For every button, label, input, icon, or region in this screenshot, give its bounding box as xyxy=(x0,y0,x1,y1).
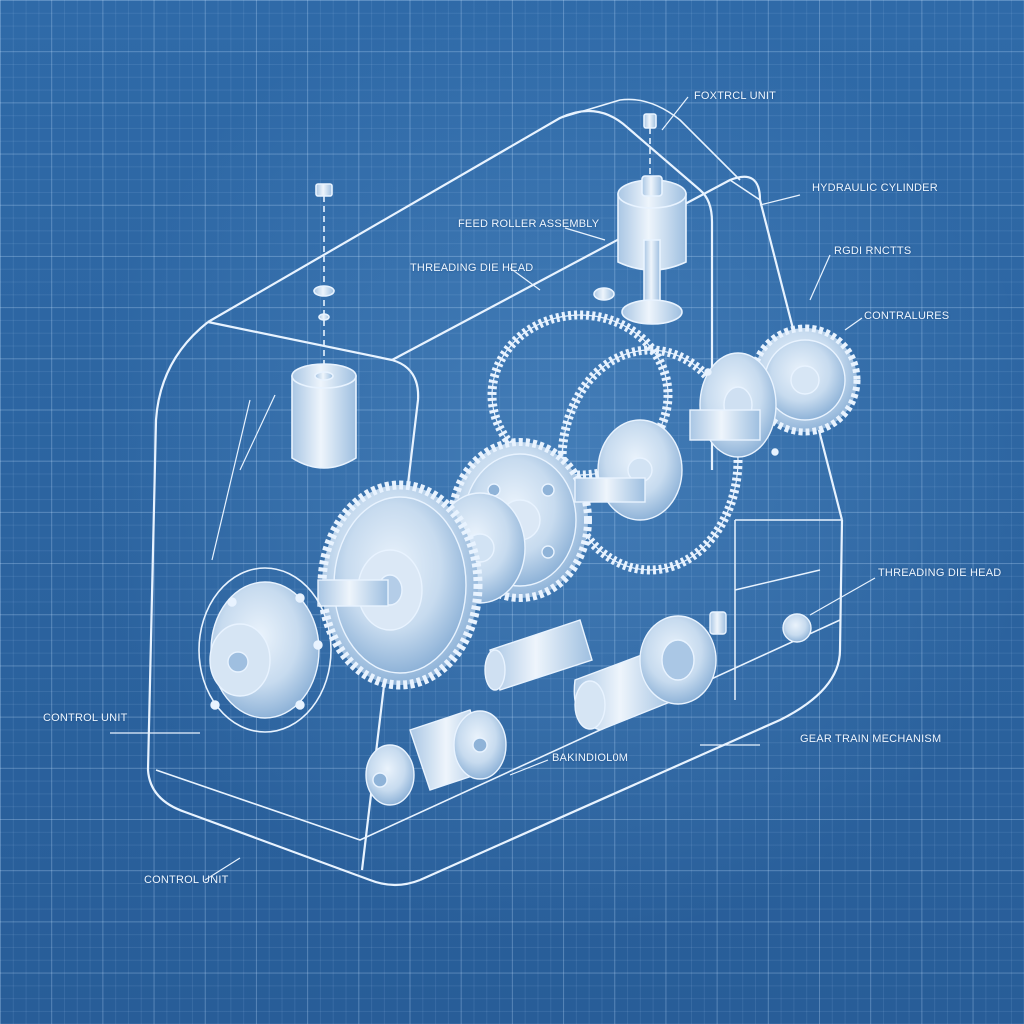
label-control-unit-bottom: CONTROL UNIT xyxy=(144,874,229,886)
middle-gears xyxy=(434,419,683,604)
left-pin-assembly xyxy=(291,183,357,469)
label-contralures: CONTRALURES xyxy=(864,310,950,322)
hydraulic-cylinder xyxy=(593,113,687,325)
lower-parts xyxy=(365,611,812,806)
label-rod-inserts: RGDI RNCTTS xyxy=(834,245,912,257)
label-feed-roller-assembly: FEED ROLLER ASSEMBLY xyxy=(458,218,600,230)
right-gear xyxy=(689,324,861,458)
label-control-unit-left: CONTROL UNIT xyxy=(43,712,128,724)
leader-lines xyxy=(110,96,876,881)
big-left-gear xyxy=(317,480,483,690)
housing-shell xyxy=(146,98,844,887)
label-hydraulic-cylinder: HYDRAULIC CYLINDER xyxy=(812,182,938,194)
label-threading-die-head-right: THREADING DIE HEAD xyxy=(878,567,1002,579)
label-bearing-block: BAKINDIOL0M xyxy=(552,752,629,764)
label-threading-die-head-top: THREADING DIE HEAD xyxy=(410,262,534,274)
left-flange xyxy=(198,567,332,733)
label-control-unit-top: FOXTRCL UNIT xyxy=(694,90,777,102)
label-gear-train-mechanism: GEAR TRAIN MECHANISM xyxy=(800,733,942,745)
